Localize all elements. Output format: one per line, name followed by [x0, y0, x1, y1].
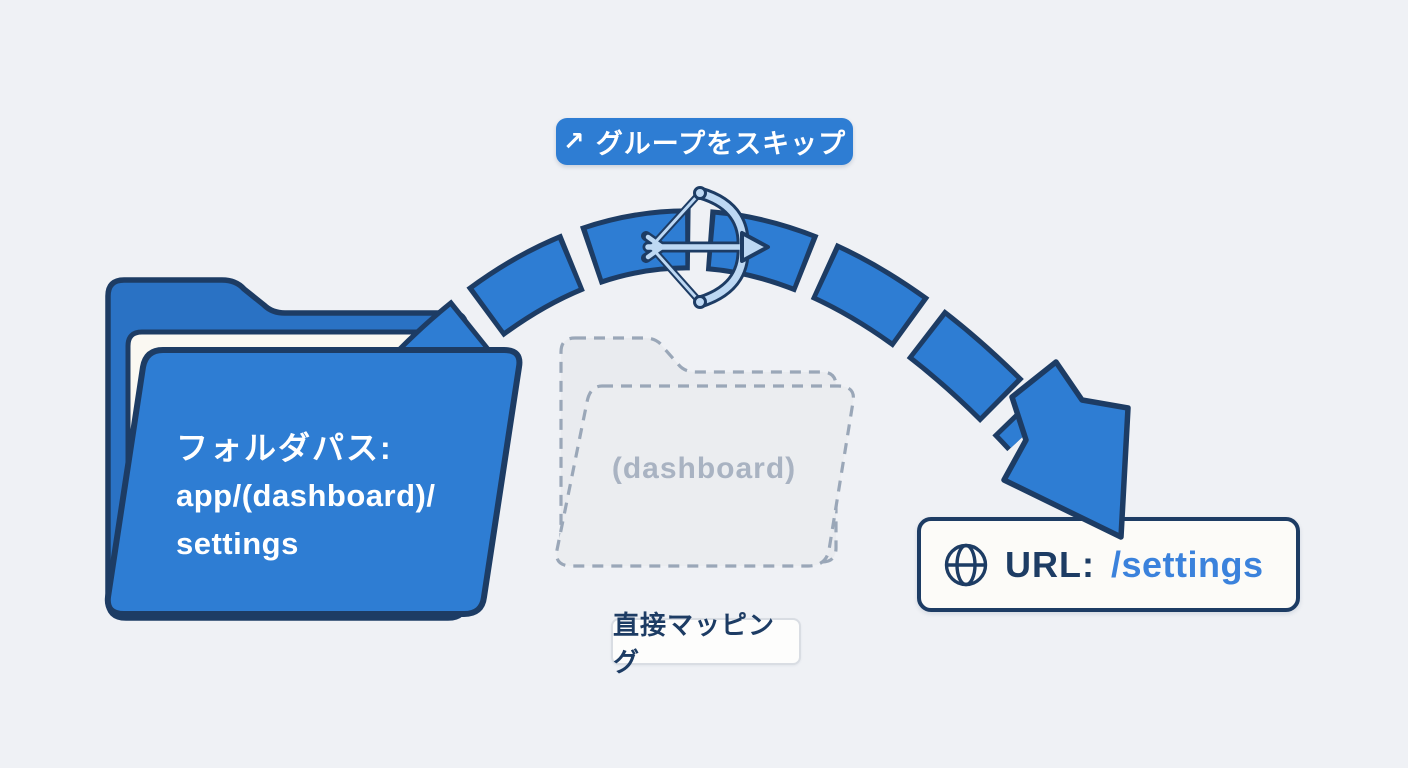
url-box: URL: /settings [917, 517, 1300, 612]
url-prefix: URL: [1005, 543, 1095, 585]
bow-arrow-icon [641, 186, 770, 309]
group-folder-back-shape [559, 336, 838, 564]
arc-arrowhead [1001, 359, 1131, 540]
direct-mapping-text: 直接マッピング [613, 609, 776, 677]
skip-group-badge: ↗ グループをスキップ [556, 118, 853, 165]
skip-badge-label: グループをスキップ [595, 129, 847, 159]
folder-path-line1: app/(dashboard)/ [176, 478, 436, 513]
arrow-up-right-icon: ↗ [562, 126, 586, 156]
folder-path-text: フォルダパス: app/(dashboard)/ settings [176, 424, 512, 568]
url-path: /settings [1110, 543, 1264, 585]
skip-arc-segments [380, 213, 1050, 448]
globe-icon [944, 543, 988, 586]
direct-mapping-label: 直接マッピング [611, 610, 801, 677]
folder-path-line2: settings [176, 526, 299, 561]
folder-path-title: フォルダパス: [176, 430, 393, 466]
group-folder-label: (dashboard) [611, 452, 797, 485]
skip-arc-outline [377, 208, 1053, 452]
